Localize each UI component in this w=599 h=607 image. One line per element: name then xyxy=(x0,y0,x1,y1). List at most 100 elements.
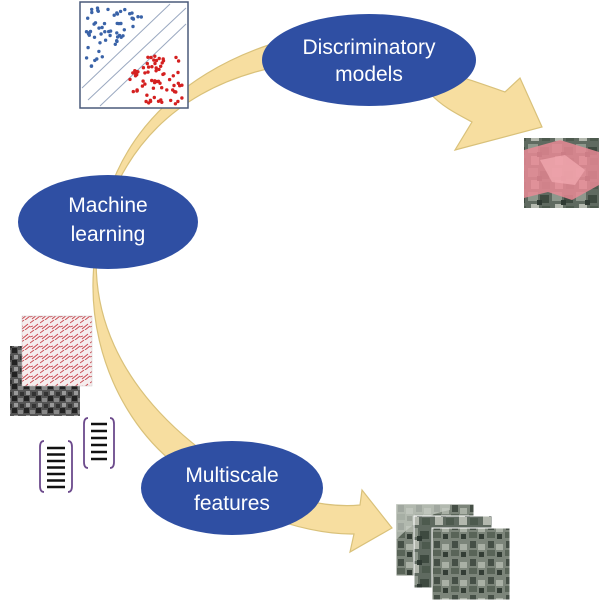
scatter-point xyxy=(161,57,165,61)
scatter-point xyxy=(133,74,138,78)
scatter-point xyxy=(156,99,161,104)
scatter-point xyxy=(122,28,127,32)
scatter-point xyxy=(147,101,151,105)
texture-image-stack-icon xyxy=(10,315,93,416)
scatter-point xyxy=(150,65,154,69)
scatter-point xyxy=(115,11,119,15)
scatter-point xyxy=(176,99,180,104)
scatter-point xyxy=(145,93,149,97)
scatter-point xyxy=(131,24,135,29)
scatter-point xyxy=(128,77,132,82)
scatter-point xyxy=(134,70,138,74)
scatter-point xyxy=(150,78,154,83)
scatter-point xyxy=(131,89,135,94)
scatter-point xyxy=(149,55,153,60)
scatter-point xyxy=(128,12,132,16)
scatter-point xyxy=(97,49,101,54)
scatter-point xyxy=(172,83,176,88)
scatter-red-points xyxy=(128,54,184,106)
scatter-point xyxy=(167,77,172,82)
classification-map-icon xyxy=(524,138,599,208)
scatter-point xyxy=(148,98,153,103)
node-machine-learning-line1: Machine xyxy=(68,194,147,217)
scatter-plot-icon xyxy=(79,1,189,109)
scatter-point xyxy=(144,99,148,104)
scatter-point xyxy=(143,71,147,75)
node-discriminatory-models: Discriminatory models xyxy=(262,14,476,106)
scatter-point xyxy=(157,67,161,72)
node-multiscale-line2: features xyxy=(194,492,270,515)
scatter-point xyxy=(160,61,164,65)
scatter-point xyxy=(154,58,159,63)
scatter-point xyxy=(180,83,184,87)
scatter-point xyxy=(100,25,104,30)
scatter-point xyxy=(107,29,111,34)
scatter-point xyxy=(86,45,90,50)
scatter-point xyxy=(115,31,119,35)
scatter-point xyxy=(86,32,91,36)
scatter-point xyxy=(92,35,97,39)
scatter-point xyxy=(100,55,105,59)
scatter-point xyxy=(152,95,156,100)
scatter-point xyxy=(146,70,150,74)
node-multiscale-line1: Multiscale xyxy=(185,464,278,487)
scatter-point xyxy=(151,86,156,90)
scatter-point xyxy=(154,69,158,73)
scatter-point xyxy=(113,42,118,46)
scatter-point xyxy=(131,17,136,21)
scatter-point xyxy=(136,15,140,19)
scatter-point xyxy=(115,39,119,43)
scatter-point xyxy=(180,96,184,100)
scatter-point xyxy=(99,32,103,36)
scatter-point xyxy=(153,54,157,58)
node-machine-learning: Machine learning xyxy=(18,175,198,269)
scatter-point xyxy=(173,102,178,106)
scatter-point xyxy=(145,61,149,66)
node-discriminatory-line1: Discriminatory xyxy=(302,36,436,59)
scatter-point xyxy=(106,7,110,12)
scatter-blue-points xyxy=(84,6,143,68)
scatter-point xyxy=(103,38,108,42)
scatter-point xyxy=(95,6,100,10)
scatter-point xyxy=(153,61,157,66)
scatter-point xyxy=(97,26,101,30)
scatter-point xyxy=(159,64,163,69)
scatter-point xyxy=(162,72,166,76)
scatter-point xyxy=(154,66,158,70)
scatter-point xyxy=(171,74,175,78)
scatter-point xyxy=(93,21,98,25)
scatter-point xyxy=(169,98,173,103)
scatter-point xyxy=(176,70,180,75)
scatter-point xyxy=(86,16,90,20)
scatter-point xyxy=(146,65,151,69)
scatter-point xyxy=(141,79,145,83)
scatter-point xyxy=(118,9,123,14)
scatter-point xyxy=(140,84,145,88)
scatter-point xyxy=(103,30,107,34)
satellite-image-stack-icon xyxy=(395,503,511,601)
scatter-point xyxy=(152,58,156,62)
scatter-point xyxy=(165,88,169,92)
scatter-point xyxy=(123,7,127,12)
scatter-point xyxy=(108,33,112,38)
scatter-point xyxy=(139,15,143,19)
node-machine-learning-line2: learning xyxy=(71,223,146,246)
scatter-point xyxy=(143,82,147,86)
scatter-point xyxy=(84,56,89,60)
scatter-point xyxy=(160,86,164,90)
scatter-point xyxy=(102,21,107,26)
scatter-point xyxy=(112,13,116,17)
scatter-point xyxy=(90,10,94,15)
node-discriminatory-line2: models xyxy=(335,63,403,86)
scatter-point xyxy=(89,64,94,68)
scatter-point xyxy=(90,7,94,12)
scatter-point xyxy=(157,56,161,61)
scatter-point xyxy=(93,58,97,63)
scatter-point xyxy=(176,59,181,63)
scatter-point xyxy=(119,35,123,39)
scatter-point xyxy=(135,88,139,92)
scatter-point xyxy=(98,41,102,45)
scatter-point xyxy=(153,79,157,83)
scatter-point xyxy=(174,90,178,94)
